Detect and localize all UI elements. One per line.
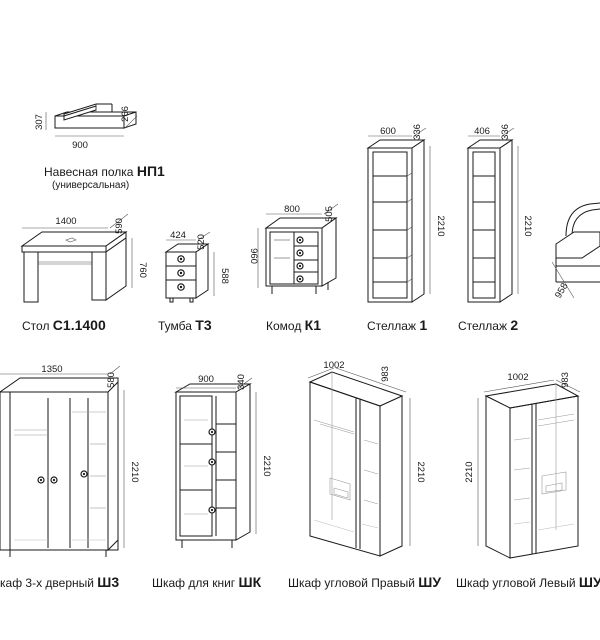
caption-rack2-code: 2 xyxy=(510,317,519,333)
t3-width-label: 424 xyxy=(170,230,186,241)
caption-rack2: Стеллаж 2 xyxy=(458,318,518,333)
caption-shk: Шкаф для книг ШК xyxy=(152,575,261,590)
caption-shu-right-name: Шкаф угловой Правый xyxy=(288,576,415,590)
caption-t3-name: Тумба xyxy=(158,319,192,333)
caption-shu-left-name: Шкаф угловой Левый xyxy=(456,576,576,590)
caption-rack2-name: Стеллаж xyxy=(458,319,508,333)
nightstand-t3-drawing xyxy=(164,231,215,303)
caption-np1-code: НП1 xyxy=(136,163,165,179)
shu-l-height-label: 2210 xyxy=(464,461,475,482)
caption-sh3-code: Ш3 xyxy=(97,574,120,590)
bookcase-shk-drawing xyxy=(174,377,257,548)
k1-height-label: 960 xyxy=(248,248,259,264)
shu-r-depth-label: 983 xyxy=(380,366,391,382)
rack2-depth-label: 336 xyxy=(500,124,511,140)
caption-shk-name: Шкаф для книг xyxy=(152,576,236,590)
caption-rack1: Стеллаж 1 xyxy=(367,318,427,333)
dresser-k1-drawing xyxy=(257,203,339,294)
rack1-height-label: 2210 xyxy=(435,215,446,236)
caption-s1-code: С1.1400 xyxy=(52,317,106,333)
caption-np1-note: (универсальная) xyxy=(52,180,130,191)
caption-shu-right: Шкаф угловой Правый ШУ xyxy=(288,575,441,590)
t3-depth-label: 520 xyxy=(196,234,207,250)
shk-width-label: 900 xyxy=(198,374,214,385)
rack2-height-label: 2210 xyxy=(522,215,533,236)
caption-t3-code: Т3 xyxy=(195,317,212,333)
caption-k1-code: К1 xyxy=(304,317,322,333)
caption-sh3-name: каф 3-х дверный xyxy=(0,576,94,590)
caption-shk-code: ШК xyxy=(238,574,262,590)
caption-shu-left-code: ШУ xyxy=(578,574,600,590)
caption-np1-name: Навесная полка xyxy=(44,165,134,179)
rack1-depth-label: 336 xyxy=(412,124,423,140)
caption-rack1-code: 1 xyxy=(419,317,428,333)
s1-depth-label: 590 xyxy=(114,218,125,234)
caption-t3: Тумба Т3 xyxy=(158,318,212,333)
caption-k1-name: Комод xyxy=(266,319,302,333)
shu-r-height-label: 2210 xyxy=(415,461,426,482)
shu-l-width-label: 1002 xyxy=(507,372,528,383)
bed-drawing xyxy=(551,202,600,299)
caption-rack1-name: Стеллаж xyxy=(367,319,417,333)
caption-sh3: каф 3-х дверный Ш3 xyxy=(0,575,119,590)
np1-width-label: 900 xyxy=(72,140,88,151)
caption-shu-left: Шкаф угловой Левый ШУ xyxy=(456,575,600,590)
bed-depth-label: 958 xyxy=(553,281,570,300)
rack2-width-label: 406 xyxy=(474,126,490,137)
k1-depth-label: 505 xyxy=(324,206,335,222)
shelf-np1-drawing xyxy=(45,103,138,137)
caption-s1: Стол С1.1400 xyxy=(22,318,106,333)
sh3-width-label: 1350 xyxy=(41,364,62,375)
shu-r-width-label: 1002 xyxy=(323,360,344,371)
shk-height-label: 2210 xyxy=(261,455,272,476)
wardrobe-sh3-drawing xyxy=(0,365,125,557)
t3-height-label: 588 xyxy=(219,268,230,284)
shk-depth-label: 340 xyxy=(236,374,247,390)
s1-width-label: 1400 xyxy=(55,216,76,227)
rack1-width-label: 600 xyxy=(380,126,396,137)
rack-1-drawing xyxy=(366,127,431,303)
sh3-height-label: 2210 xyxy=(129,461,140,482)
corner-wardrobe-left-drawing xyxy=(477,379,581,559)
corner-wardrobe-right-drawing xyxy=(307,367,411,557)
caption-s1-name: Стол xyxy=(22,319,50,333)
s1-height-label: 760 xyxy=(137,262,148,278)
np1-height-label: 307 xyxy=(34,114,45,130)
desk-s1-drawing xyxy=(20,213,133,303)
k1-width-label: 800 xyxy=(284,204,300,215)
np1-depth-label: 266 xyxy=(120,106,131,122)
sh3-depth-label: 580 xyxy=(106,372,117,388)
caption-np1: Навесная полка НП1 xyxy=(44,164,165,179)
rack-2-drawing xyxy=(466,127,519,303)
caption-shu-right-code: ШУ xyxy=(418,574,442,590)
caption-k1: Комод К1 xyxy=(266,318,321,333)
shu-l-depth-label: 983 xyxy=(560,372,571,388)
